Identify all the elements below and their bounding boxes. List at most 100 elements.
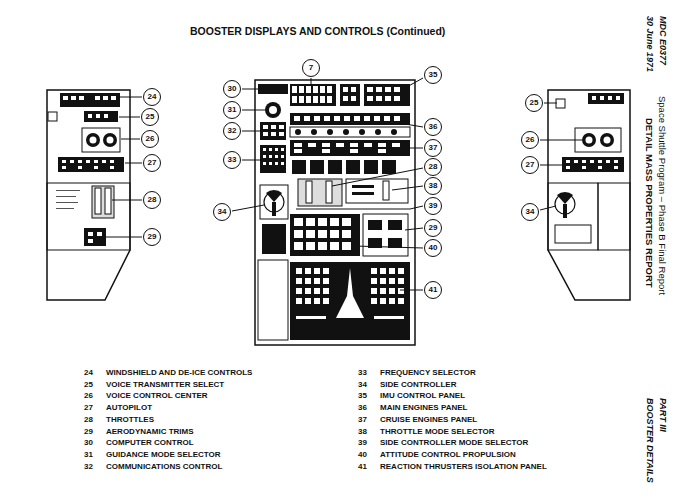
callout-number: 28 [148, 196, 157, 204]
key-number: 28 [84, 416, 93, 425]
callout-number: 34 [526, 208, 535, 216]
callout-number: 33 [228, 156, 237, 164]
key-description: IMU CONTROL PANEL [380, 392, 465, 401]
callout-circle: 26 [141, 130, 159, 148]
callout-number: 24 [148, 93, 157, 101]
callout-circle: 24 [143, 88, 161, 106]
callout-number: 7 [309, 64, 313, 72]
callout-circle: 35 [424, 66, 442, 84]
key-description: THROTTLE MODE SELECTOR [380, 428, 495, 437]
callout-number: 25 [530, 99, 539, 107]
callout-circle: 34 [213, 203, 231, 221]
callout-number: 31 [228, 106, 237, 114]
leader-lines [106, 78, 582, 290]
callout-circle: 28 [424, 158, 442, 176]
key-number: 24 [84, 369, 93, 378]
key-description: COMPUTER CONTROL [106, 439, 194, 448]
key-number: 33 [358, 369, 367, 378]
key-number: 34 [358, 381, 367, 390]
key-description: SIDE CONTROLLER MODE SELECTOR [380, 439, 528, 448]
key-description: AUTOPILOT [106, 404, 152, 413]
key-description: CRUISE ENGINES PANEL [380, 416, 477, 425]
part-number: PART III [657, 398, 667, 432]
key-number: 38 [358, 428, 367, 437]
key-number: 25 [84, 381, 93, 390]
callout-number: 35 [429, 71, 438, 79]
key-number: 39 [358, 439, 367, 448]
callout-number: 27 [148, 159, 157, 167]
callout-circle: 39 [424, 197, 442, 215]
key-description: THROTTLES [106, 416, 154, 425]
callout-circle: 27 [521, 156, 539, 174]
left-panel [47, 90, 130, 300]
report-title: Space Shuttle Program – Phase B Final Re… [657, 96, 667, 295]
left-panel-detail [47, 93, 130, 250]
callout-number: 29 [148, 233, 157, 241]
callout-circle: 33 [223, 151, 241, 169]
callout-circle: 37 [424, 139, 442, 157]
callout-number: 39 [429, 202, 438, 210]
key-number: 26 [84, 392, 93, 401]
callout-number: 34 [218, 208, 227, 216]
key-number: 32 [84, 463, 93, 472]
key-number: 29 [84, 428, 93, 437]
key-number: 36 [358, 404, 367, 413]
callout-circle: 31 [223, 101, 241, 119]
callout-number: 27 [526, 161, 535, 169]
key-number: 41 [358, 463, 367, 472]
callout-circle: 40 [424, 239, 442, 257]
callout-circle: 34 [521, 203, 539, 221]
key-description: WINDSHIELD AND DE-ICE CONTROLS [106, 369, 252, 378]
callout-number: 26 [146, 135, 155, 143]
callout-number: 41 [429, 286, 438, 294]
callout-circle: 29 [424, 219, 442, 237]
key-number: 27 [84, 404, 93, 413]
key-number: 31 [84, 451, 93, 460]
callout-circle: 25 [525, 94, 543, 112]
right-panel [548, 90, 630, 300]
callout-number: 26 [526, 136, 535, 144]
callout-number: 32 [228, 127, 237, 135]
key-description: FREQUENCY SELECTOR [380, 369, 476, 378]
callout-number: 30 [228, 85, 237, 93]
callout-circle: 7 [302, 59, 320, 77]
key-description: GUIDANCE MODE SELECTOR [106, 451, 221, 460]
key-description: COMMUNICATIONS CONTROL [106, 463, 222, 472]
callout-number: 28 [429, 163, 438, 171]
callout-number: 29 [429, 224, 438, 232]
callout-circle: 29 [143, 228, 161, 246]
key-description: REACTION THRUSTERS ISOLATION PANEL [380, 463, 547, 472]
key-description: AERODYNAMIC TRIMS [106, 428, 194, 437]
callout-circle: 38 [424, 177, 442, 195]
key-description: VOICE TRANSMITTER SELECT [106, 381, 224, 390]
callout-circle: 41 [424, 281, 442, 299]
document-number: MDC E0377 [657, 16, 667, 65]
callout-circle: 36 [424, 118, 442, 136]
callout-number: 38 [429, 182, 438, 190]
key-description: MAIN ENGINES PANEL [380, 404, 467, 413]
part-title: BOOSTER DETAILS [644, 398, 654, 483]
report-subtitle: DETAIL MASS PROPERTIES REPORT [644, 118, 654, 288]
center-panel [255, 80, 415, 345]
key-number: 37 [358, 416, 367, 425]
callout-circle: 28 [143, 191, 161, 209]
callout-circle: 32 [223, 122, 241, 140]
key-number: 30 [84, 439, 93, 448]
callout-number: 25 [146, 113, 155, 121]
callout-number: 36 [429, 123, 438, 131]
key-description: VOICE CONTROL CENTER [106, 392, 208, 401]
center-panel-detail [258, 84, 410, 340]
key-number: 40 [358, 451, 367, 460]
callout-circle: 26 [521, 131, 539, 149]
callout-circle: 25 [141, 108, 159, 126]
callout-number: 40 [429, 244, 438, 252]
page-title: BOOSTER DISPLAYS AND CONTROLS (Continued… [190, 25, 445, 37]
callout-circle: 30 [223, 80, 241, 98]
key-description: SIDE CONTROLLER [380, 381, 456, 390]
key-description: ATTITUDE CONTROL PROPULSION [380, 451, 516, 460]
right-panel-detail [548, 93, 630, 250]
key-number: 35 [358, 392, 367, 401]
callout-number: 37 [429, 144, 438, 152]
